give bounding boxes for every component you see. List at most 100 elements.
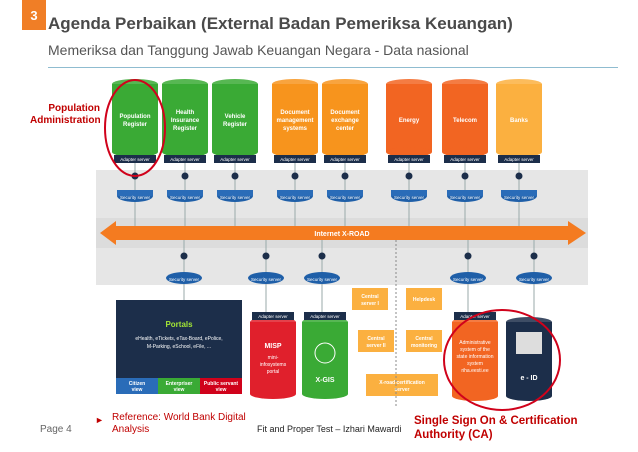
register-cylinder-bottom	[386, 147, 432, 157]
security-server-disk	[248, 272, 284, 284]
register-cylinder	[272, 84, 318, 152]
register-label: Health	[176, 110, 195, 116]
lock-icon	[262, 252, 270, 260]
register-cylinder-bottom	[212, 147, 258, 157]
admin-system-cylinder	[452, 322, 498, 396]
adapter-server-bar	[324, 155, 366, 163]
central-server-1	[352, 288, 388, 310]
view-label: view	[132, 387, 143, 393]
page-number-badge: 3	[22, 0, 46, 30]
security-server-label: Security server	[450, 195, 481, 200]
portals-services: eHealth, eTickets, eTax-Board, ePolice,	[135, 336, 222, 342]
register-cylinder-top	[112, 79, 158, 89]
central-server-2-label: Central	[367, 336, 385, 342]
security-server-disk	[450, 272, 486, 284]
xgis-cylinder	[302, 322, 348, 394]
security-server-label: Security server	[504, 195, 535, 200]
bullet-arrow-icon: ►	[95, 415, 104, 425]
lock-icon	[530, 252, 538, 260]
view-tab	[158, 378, 200, 394]
security-server-body	[391, 190, 427, 196]
register-label: Banks	[510, 118, 529, 124]
xroad-arrow	[100, 221, 586, 245]
xroad-label: Internet X-ROAD	[314, 231, 369, 238]
security-server-disk	[516, 272, 552, 284]
title-divider	[48, 67, 618, 68]
lock-icon	[318, 252, 326, 260]
annotation-line: Administration	[30, 115, 101, 126]
register-cylinder-top	[496, 79, 542, 89]
security-server-label: Security server	[169, 277, 200, 282]
lock-icon	[515, 172, 523, 180]
xgis-cylinder-bottom	[302, 389, 348, 399]
adapter-server-bar	[388, 155, 430, 163]
central-server-1-label: server I	[361, 301, 379, 307]
helpdesk-box	[406, 288, 442, 310]
adapter-server-bar	[114, 155, 156, 163]
register-cylinder-bottom	[272, 147, 318, 157]
admin-system-label: system	[467, 361, 483, 367]
register-label: Document	[330, 110, 359, 116]
adapter-server-label: Adapter server	[310, 314, 340, 319]
footer-reference: Reference: World Bank Digital Analysis	[112, 412, 246, 435]
lock-icon	[464, 252, 472, 260]
annotation-line: Population	[48, 103, 100, 114]
view-label: view	[216, 387, 227, 393]
highlight-circle	[443, 309, 561, 411]
adapter-server-bar	[274, 155, 316, 163]
misp-label: mini-	[268, 355, 279, 361]
id-card-icon	[516, 332, 542, 354]
register-label: Register	[173, 126, 198, 132]
register-label: center	[336, 126, 355, 132]
adapter-server-label: Adapter server	[504, 157, 534, 162]
admin-system-label: Administrative	[459, 340, 491, 346]
adapter-server-label: Adapter server	[258, 314, 288, 319]
register-cylinder	[386, 84, 432, 152]
xgis-label: X-GIS	[315, 377, 334, 384]
register-label: Vehicle	[225, 114, 246, 120]
security-server-body	[117, 190, 153, 196]
security-server-label: Security server	[280, 195, 311, 200]
lock-icon	[461, 172, 469, 180]
register-cylinder-bottom	[112, 147, 158, 157]
central-server-2-label: server II	[366, 343, 386, 349]
security-server-body	[447, 190, 483, 196]
lock-icon	[231, 172, 239, 180]
security-server-body	[501, 190, 537, 196]
security-server-label: Security server	[330, 195, 361, 200]
xroad-certification	[366, 374, 438, 396]
highlight-circle	[104, 79, 166, 177]
adapter-server-bar	[444, 155, 486, 163]
security-server-label: Security server	[307, 277, 338, 282]
security-server-body	[217, 190, 253, 196]
adapter-server-bar	[252, 312, 294, 320]
misp-label: infosystems	[260, 362, 287, 368]
adapter-server-bar	[164, 155, 206, 163]
misp-label: portal	[267, 369, 280, 375]
register-cylinder	[112, 84, 158, 152]
view-label: Citizen	[129, 381, 145, 387]
view-label: view	[174, 387, 185, 393]
central-monitoring	[406, 330, 442, 352]
register-cylinder	[496, 84, 542, 152]
register-cylinder-top	[386, 79, 432, 89]
security-server-label: Security server	[120, 195, 151, 200]
register-cylinder-top	[442, 79, 488, 89]
portals-services: M-Parking, eSchool, eFile, ...	[147, 344, 211, 350]
sso-line: Authority (CA)	[414, 429, 493, 441]
adapter-server-label: Adapter server	[450, 157, 480, 162]
register-label: Document	[280, 110, 309, 116]
admin-system-label: system of the	[460, 347, 490, 353]
security-server-label: Security server	[394, 195, 425, 200]
register-label: Population	[120, 114, 151, 120]
footer-center-text: Fit and Proper Test – Izhari Mawardi	[257, 424, 402, 434]
view-label: Public servant	[204, 381, 239, 387]
register-label: systems	[283, 126, 308, 132]
security-server-disk	[304, 272, 340, 284]
register-label: exchange	[331, 118, 359, 124]
register-cylinder-bottom	[442, 147, 488, 157]
security-server-body	[277, 190, 313, 196]
security-server-body	[167, 190, 203, 196]
register-cylinder-top	[212, 79, 258, 89]
